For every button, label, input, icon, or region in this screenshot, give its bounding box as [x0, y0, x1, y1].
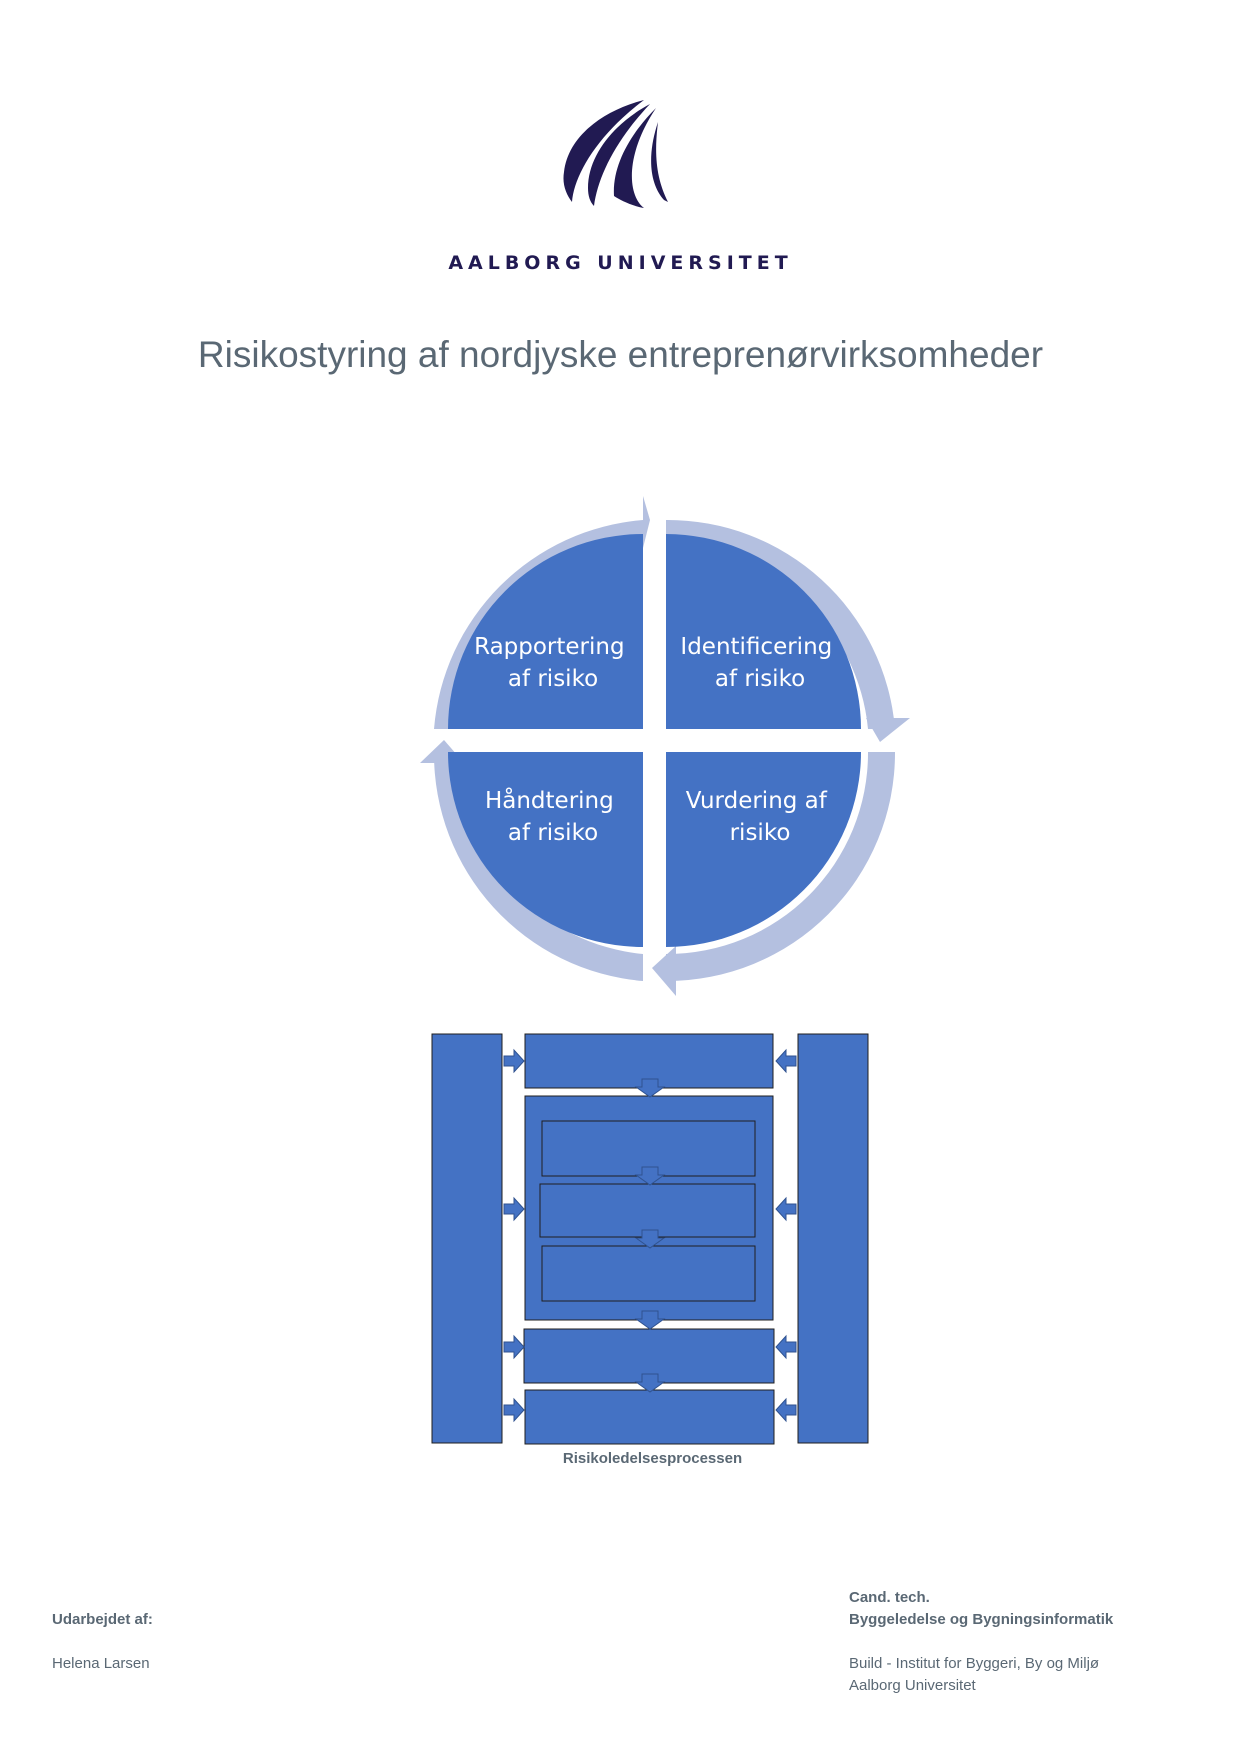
process-caption: Risikoledelsesprocessen: [562, 1450, 743, 1467]
right-arrow: [503, 1196, 525, 1222]
left-arrow: [775, 1334, 797, 1360]
quadrant-top-right: [666, 534, 861, 729]
programme-label: Byggeledelse og Bygningsinformatik: [849, 1611, 1114, 1628]
quadrant-label-assessment: Vurdering af risiko: [686, 788, 834, 846]
degree-label: Cand. tech.: [849, 1589, 930, 1606]
process-right-column: [797, 1033, 869, 1444]
left-arrow: [775, 1048, 797, 1074]
down-arrow: [634, 1310, 666, 1330]
university-label: Aalborg Universitet: [849, 1677, 976, 1694]
institute-label: Build - Institut for Byggeri, By og Milj…: [849, 1655, 1100, 1672]
university-name: AALBORG UNIVERSITET: [448, 252, 793, 274]
right-arrow: [503, 1048, 525, 1074]
quadrant-label-identification: Identificering af risiko: [680, 634, 839, 692]
quadrant-label-handling: Håndtering af risiko: [485, 786, 621, 846]
prepared-by-label: Udarbejdet af:: [52, 1611, 153, 1628]
cycle-ring: [420, 496, 910, 996]
down-arrow: [634, 1078, 666, 1098]
left-arrow: [775, 1397, 797, 1423]
risk-cycle-diagram: Rapportering af risiko Identificering af…: [390, 476, 930, 1021]
right-arrow: [503, 1334, 525, 1360]
down-arrow: [634, 1166, 666, 1186]
process-left-column: [431, 1033, 503, 1444]
right-arrow: [503, 1397, 525, 1423]
quadrant-bottom-left: [448, 752, 643, 947]
process-substep-3: [541, 1245, 756, 1302]
down-arrow: [634, 1373, 666, 1393]
university-logo: [558, 96, 678, 216]
quadrant-bottom-right: [666, 752, 861, 947]
risk-management-process-diagram: [425, 1025, 875, 1460]
document-title: Risikostyring af nordjyske entreprenørvi…: [197, 334, 1044, 375]
down-arrow: [634, 1229, 666, 1249]
quadrant-top-left: [448, 534, 643, 729]
process-substep-2: [539, 1183, 756, 1238]
process-step-4: [524, 1389, 775, 1445]
quadrant-label-reporting: Rapportering af risiko: [474, 634, 632, 692]
left-arrow: [775, 1196, 797, 1222]
author-name: Helena Larsen: [52, 1655, 150, 1672]
